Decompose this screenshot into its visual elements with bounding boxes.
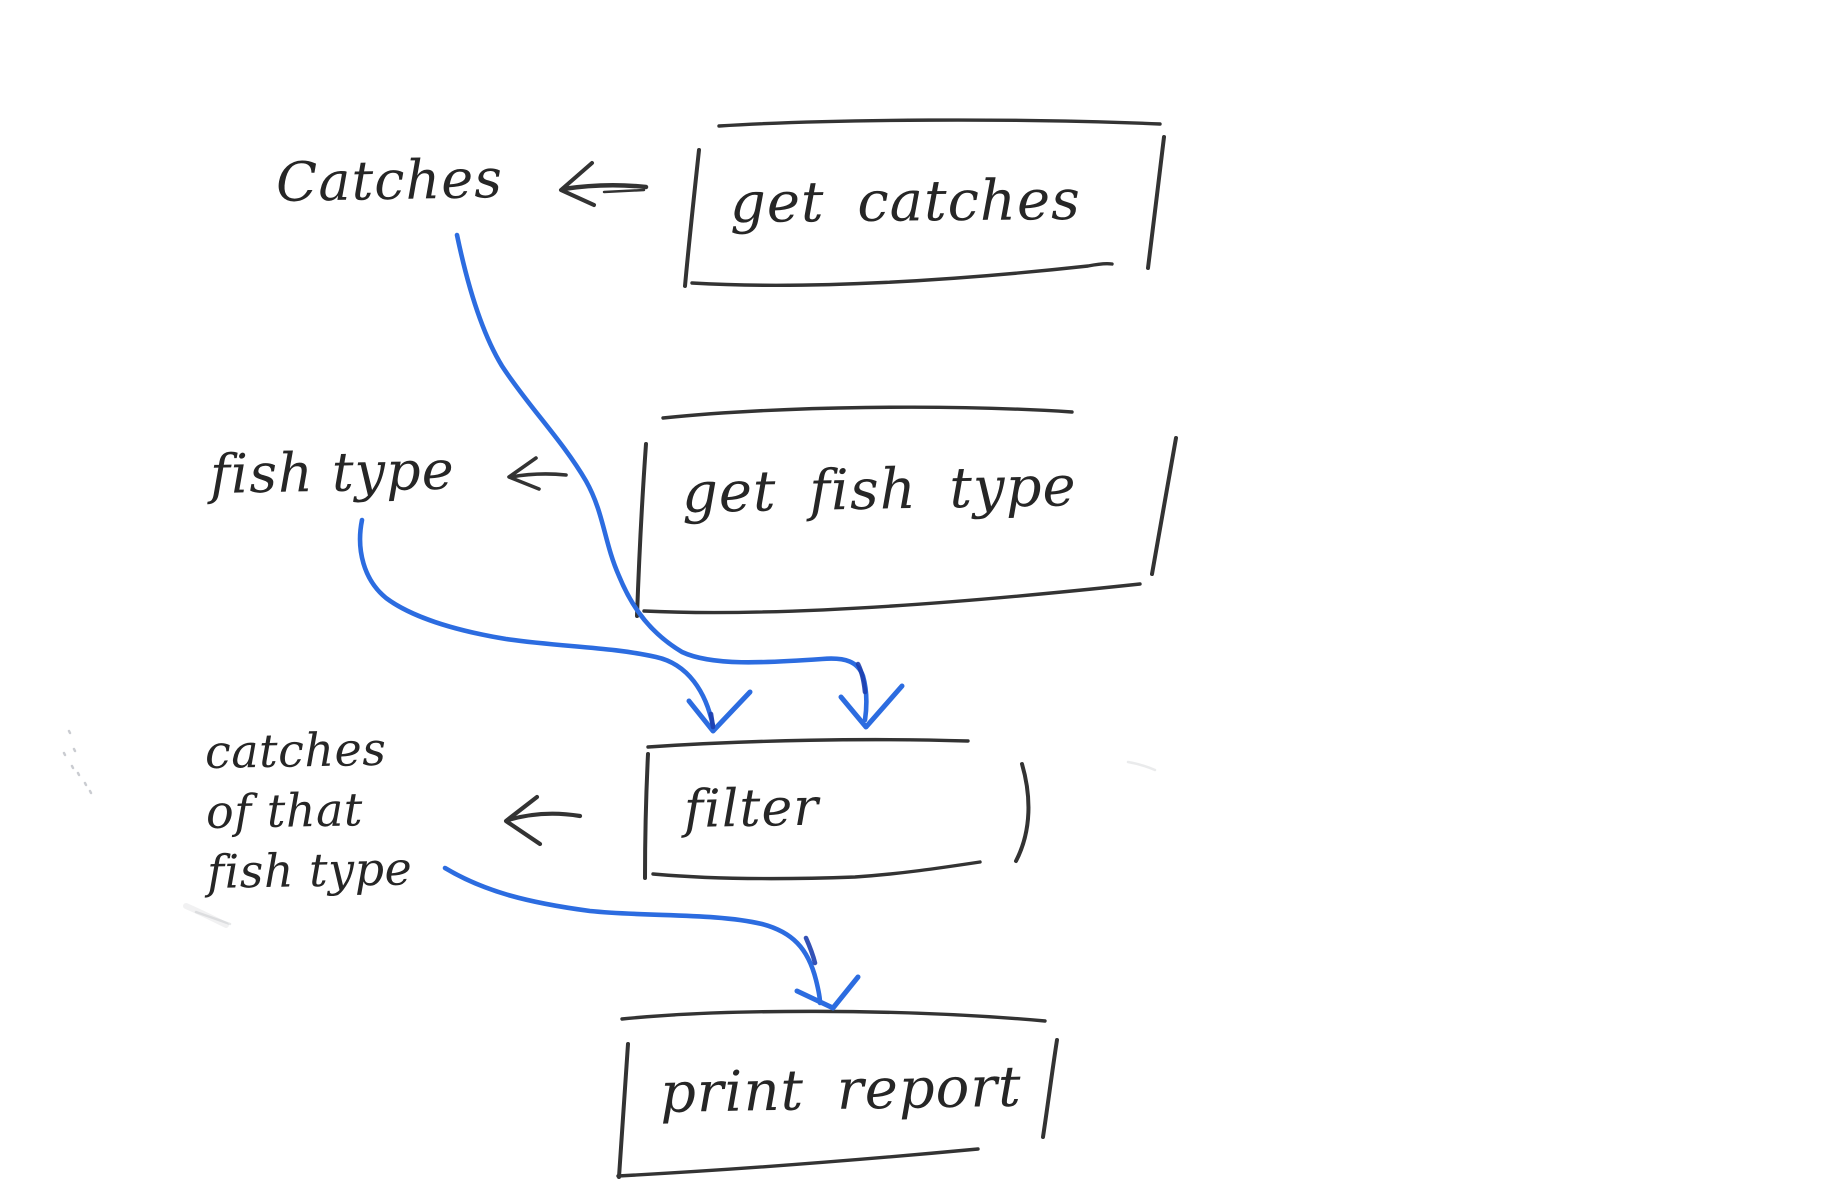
accent-catches-bend <box>855 661 868 695</box>
flow-strokes <box>357 232 905 1011</box>
box-top-stroke <box>646 737 970 749</box>
box-top-stroke <box>717 118 1162 128</box>
arrow-shaft-stroke <box>560 183 649 192</box>
box-left-stroke <box>617 1042 630 1179</box>
print-report-box-label: print report <box>659 1054 1023 1126</box>
box-top-stroke <box>661 405 1074 420</box>
get-fish-type-box-label: get fish type <box>681 454 1078 526</box>
assign-arrow-fish-type-icon <box>507 456 568 491</box>
flow-filtered-to-print <box>442 865 823 1006</box>
get-catches-box-label: get catches <box>729 167 1082 236</box>
box-left-stroke <box>635 442 648 618</box>
fish-type-variable-label: fish type <box>209 438 456 506</box>
flow-arrowhead-fish-type-icon <box>686 689 753 734</box>
assign-arrow-catches-icon <box>559 161 649 207</box>
box-bottom-stroke <box>642 582 1142 615</box>
box-top-stroke <box>620 1009 1047 1023</box>
box-right-stroke <box>1150 436 1178 576</box>
smudge-dash <box>194 910 232 926</box>
get-catches-box <box>683 118 1166 288</box>
box-right-stroke <box>1146 135 1166 270</box>
filtered-catches-variable-label: catches of that fish type <box>204 718 412 902</box>
ink-strokes <box>503 118 1178 1179</box>
box-bottom-stroke <box>651 860 982 881</box>
accent-print-bend <box>803 935 818 966</box>
box-left-stroke <box>683 148 701 288</box>
flow-arrowhead-print-icon <box>794 974 861 1011</box>
smudge-marks <box>62 729 1157 928</box>
arrow-shaft-stroke <box>509 472 568 479</box>
accent-fish-type-tip <box>708 711 716 730</box>
filtered-label-line-1: catches <box>204 721 387 780</box>
box-right-stroke <box>1014 762 1031 863</box>
filter-box-label: filter <box>683 777 820 840</box>
box-bottom-stroke <box>616 1147 980 1178</box>
smudge-smear <box>183 903 229 928</box>
box-right-stroke <box>1041 1038 1059 1139</box>
flow-ink-accents <box>708 661 868 966</box>
print-report-box <box>616 1009 1059 1179</box>
assign-arrow-filter-icon <box>503 794 583 847</box>
flow-catches-to-filter <box>454 232 869 723</box>
arrow-head-stroke <box>503 794 543 847</box>
get-fish-type-box <box>635 405 1178 618</box>
box-bottom-stroke <box>690 261 1114 287</box>
flow-fish-type-to-filter <box>357 517 716 729</box>
filtered-label-line-3: fish type <box>206 841 413 899</box>
filter-box <box>643 737 1031 881</box>
smudge-filter-right <box>1126 760 1157 772</box>
arrow-head-stroke <box>507 456 541 491</box>
filtered-label-line-2: of that <box>205 782 364 839</box>
flow-arrowhead-catches-icon <box>838 683 905 730</box>
catches-variable-label: Catches <box>275 147 504 214</box>
arrow-shaft-stroke <box>505 811 583 823</box>
arrow-shaft-dash <box>602 188 646 194</box>
box-left-stroke <box>643 752 650 880</box>
smudge-dots <box>62 729 93 795</box>
